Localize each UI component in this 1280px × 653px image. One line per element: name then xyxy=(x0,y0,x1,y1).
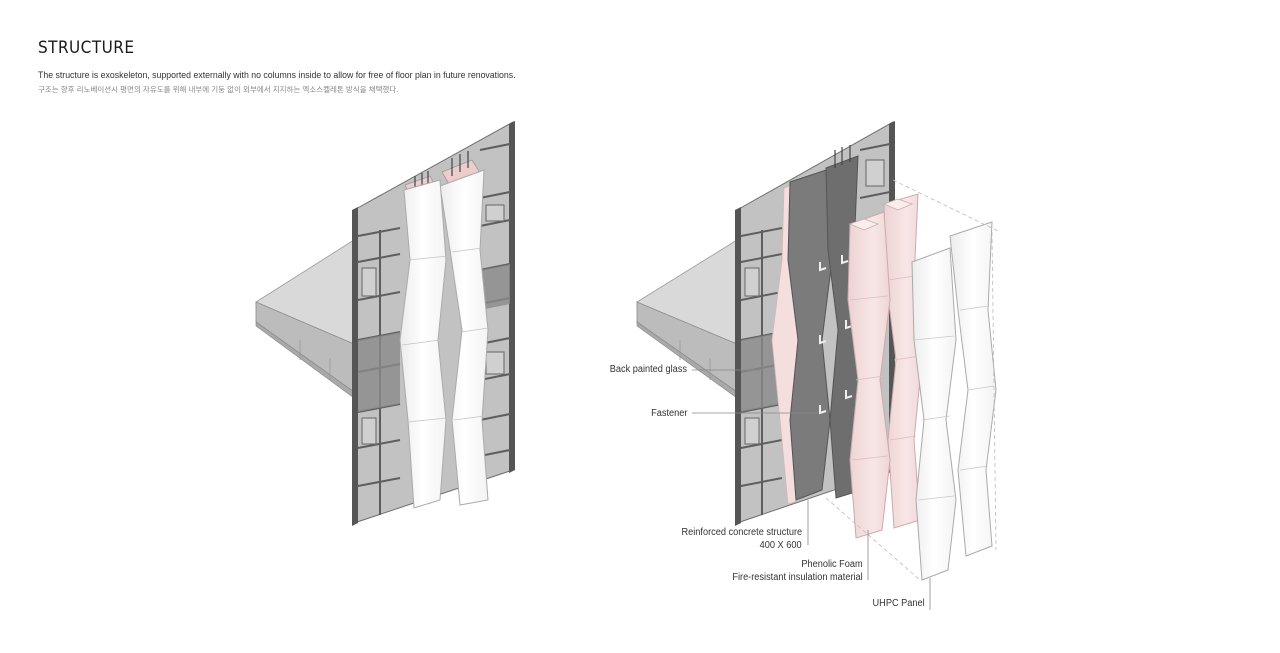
description-korean: 구조는 향후 리노베이션시 평면의 자유도를 위해 내부에 기둥 없이 외부에서… xyxy=(38,85,399,94)
assembled-facade-model xyxy=(255,121,515,526)
label-concrete-structure: Reinforced concrete structure xyxy=(681,527,802,538)
exploded-facade-model xyxy=(636,121,1001,610)
description-english: The structure is exoskeleton, supported … xyxy=(38,70,516,81)
label-phenolic-foam: Phenolic Foam xyxy=(801,559,863,570)
label-fire-resistant-insulation: Fire-resistant insulation material xyxy=(732,572,863,583)
label-concrete-dimension: 400 X 600 xyxy=(760,540,802,551)
label-uhpc-panel: UHPC Panel xyxy=(872,598,925,609)
explode-guide-lines xyxy=(825,179,1001,581)
label-back-painted-glass: Back painted glass xyxy=(609,364,687,375)
label-fastener: Fastener xyxy=(650,408,687,419)
uhpc-panels-right xyxy=(911,221,997,581)
floor-slab-left xyxy=(255,239,355,399)
page-title: STRUCTURE xyxy=(38,38,135,58)
uhpc-panels-left xyxy=(399,169,489,509)
leader-lines xyxy=(692,369,931,610)
